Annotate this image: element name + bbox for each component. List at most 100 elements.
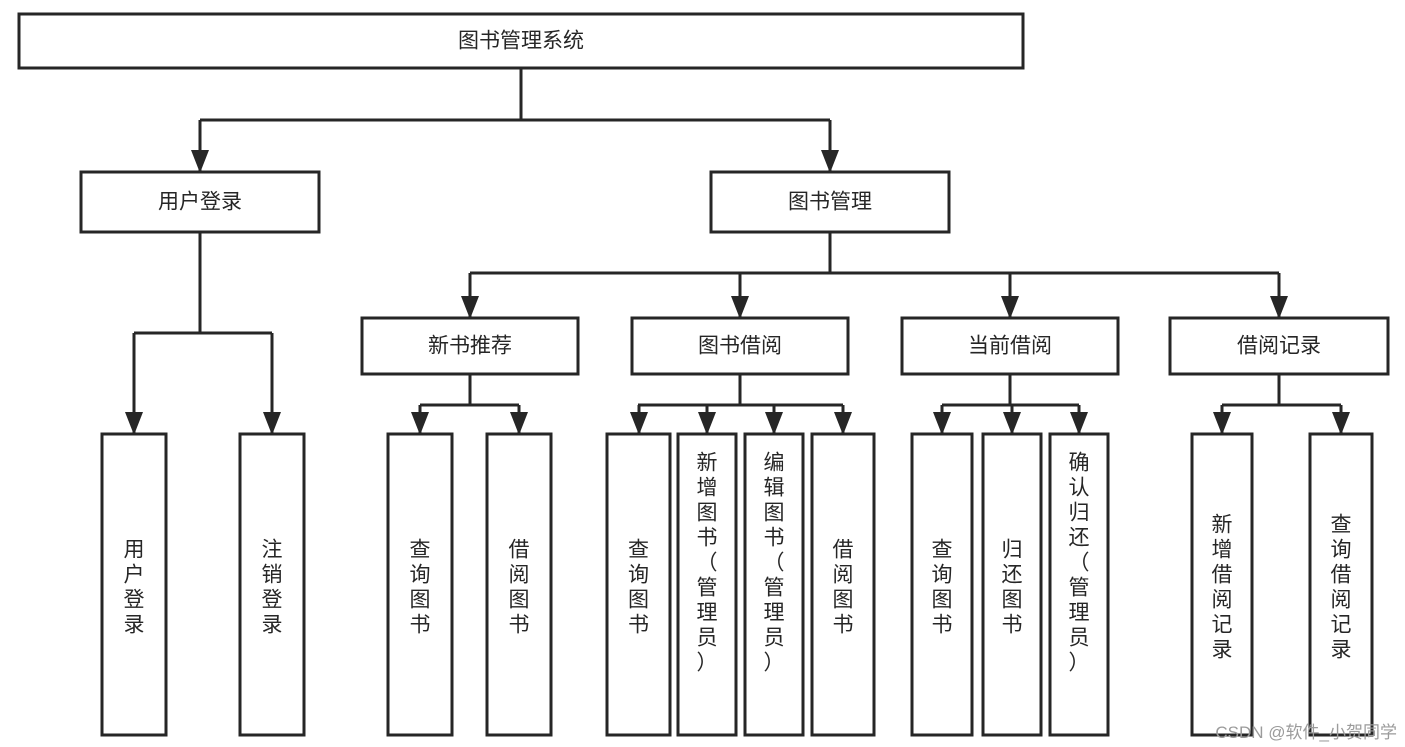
node-label-leaf-query-book-current-char: 查 xyxy=(932,539,953,562)
node-label-book-manage: 图书管理 xyxy=(788,191,872,214)
edge-new-book-recommend-to-leaf-query-book-recommend xyxy=(411,405,429,435)
edge-borrow-record-to-leaf-add-borrow-record xyxy=(1213,405,1231,435)
node-label-leaf-add-book-char: 图 xyxy=(697,502,718,525)
node-label-leaf-user-login-char: 用 xyxy=(124,539,145,562)
node-current-borrow[interactable]: 当前借阅 xyxy=(900,316,1120,376)
edge-new-book-recommend-to-leaf-borrow-book-recommend xyxy=(510,405,528,435)
node-borrow-record[interactable]: 借阅记录 xyxy=(1168,316,1390,376)
node-label-leaf-logout-char: 注 xyxy=(262,539,283,562)
node-label-leaf-query-book-current-char: 书 xyxy=(932,614,953,637)
node-label-leaf-query-borrow-record-char: 询 xyxy=(1331,539,1352,562)
edge-user-login-to-leaf-logout xyxy=(263,333,281,435)
node-label-leaf-add-book-char: 管 xyxy=(697,577,718,600)
connectors-layer xyxy=(125,68,1350,435)
node-label-leaf-query-book-current-char: 询 xyxy=(932,564,953,587)
nodes-layer: 图书管理系统用户登录图书管理新书推荐图书借阅当前借阅借阅记录用户登录注销登录查询… xyxy=(17,12,1390,737)
node-label-leaf-query-borrow-record-char: 查 xyxy=(1331,514,1352,537)
node-label-leaf-query-borrow-record-char: 录 xyxy=(1331,639,1352,662)
node-label-leaf-borrow-book-recommend-char: 借 xyxy=(509,539,530,562)
node-leaf-user-login[interactable]: 用户登录 xyxy=(100,432,168,737)
node-label-user-login: 用户登录 xyxy=(158,191,242,214)
node-label-leaf-logout-char: 销 xyxy=(262,564,283,587)
node-label-leaf-user-login-char: 录 xyxy=(124,614,145,637)
node-new-book-recommend[interactable]: 新书推荐 xyxy=(360,316,580,376)
edge-book-borrow-to-leaf-borrow-book xyxy=(834,405,852,435)
edge-user-login-to-leaf-user-login xyxy=(125,333,143,435)
node-label-leaf-confirm-return-char: 认 xyxy=(1069,477,1090,500)
node-label-current-borrow: 当前借阅 xyxy=(968,335,1052,358)
edge-root-to-user-login xyxy=(191,120,209,173)
node-label-leaf-edit-book-char: 编 xyxy=(764,452,785,475)
node-label-leaf-query-book-borrow-char: 书 xyxy=(628,614,649,637)
node-label-leaf-edit-book-char: 图 xyxy=(764,502,785,525)
node-label-leaf-borrow-book-char: 图 xyxy=(833,589,854,612)
connector-bus-root xyxy=(200,68,830,122)
node-label-leaf-confirm-return-char: 员 xyxy=(1069,627,1090,650)
edge-book-borrow-to-leaf-query-book-borrow xyxy=(630,405,648,435)
node-label-leaf-query-borrow-record-char: 借 xyxy=(1331,564,1352,587)
node-root[interactable]: 图书管理系统 xyxy=(17,12,1025,70)
node-label-leaf-confirm-return-char: ） xyxy=(1069,652,1090,675)
node-label-new-book-recommend: 新书推荐 xyxy=(428,335,512,358)
edge-current-borrow-to-leaf-confirm-return xyxy=(1070,405,1088,435)
node-label-leaf-query-book-borrow-char: 图 xyxy=(628,589,649,612)
node-label-leaf-edit-book-char: 管 xyxy=(764,577,785,600)
node-label-leaf-add-borrow-record-char: 阅 xyxy=(1212,589,1233,612)
node-label-leaf-confirm-return-char: 理 xyxy=(1069,602,1090,625)
node-label-leaf-return-book-char: 归 xyxy=(1002,539,1023,562)
node-label-leaf-query-book-current-char: 图 xyxy=(932,589,953,612)
connector-bus-current-borrow xyxy=(942,374,1079,407)
node-label-leaf-add-book-char: 书 xyxy=(697,527,718,550)
connector-bus-borrow-record xyxy=(1222,374,1341,407)
node-label-leaf-confirm-return-char: 确 xyxy=(1069,452,1090,475)
edge-book-manage-to-new-book-recommend xyxy=(461,273,479,319)
connector-bus-new-book xyxy=(420,374,519,407)
connector-bus-user-login xyxy=(134,232,272,335)
node-label-leaf-borrow-book-recommend-char: 图 xyxy=(509,589,530,612)
node-label-leaf-logout-char: 录 xyxy=(262,614,283,637)
node-label-leaf-user-login-char: 登 xyxy=(124,589,145,612)
node-label-leaf-add-borrow-record-char: 录 xyxy=(1212,639,1233,662)
node-label-leaf-logout-char: 登 xyxy=(262,589,283,612)
node-user-login[interactable]: 用户登录 xyxy=(79,170,321,234)
node-label-leaf-edit-book-char: 员 xyxy=(764,627,785,650)
node-book-manage[interactable]: 图书管理 xyxy=(709,170,951,234)
connector-bus-book-borrow xyxy=(638,374,843,407)
edge-book-borrow-to-leaf-edit-book xyxy=(765,405,783,435)
node-label-leaf-add-book-char: 员 xyxy=(697,627,718,650)
node-label-leaf-add-book-char: ） xyxy=(697,652,718,675)
node-label-root: 图书管理系统 xyxy=(458,30,584,53)
node-label-leaf-add-book-char: 新 xyxy=(697,452,718,475)
node-label-leaf-edit-book-char: 书 xyxy=(764,527,785,550)
edge-book-borrow-to-leaf-add-book xyxy=(698,405,716,435)
edge-root-to-book-manage xyxy=(821,120,839,173)
node-label-leaf-query-book-recommend-char: 询 xyxy=(410,564,431,587)
node-label-leaf-add-book-char: 理 xyxy=(697,602,718,625)
node-label-leaf-query-book-borrow-char: 查 xyxy=(628,539,649,562)
node-book-borrow[interactable]: 图书借阅 xyxy=(630,316,850,376)
edge-current-borrow-to-leaf-query-book-current xyxy=(933,405,951,435)
node-label-leaf-add-borrow-record-char: 新 xyxy=(1212,514,1233,537)
node-label-book-borrow: 图书借阅 xyxy=(698,335,782,358)
edge-book-manage-to-book-borrow xyxy=(731,273,749,319)
node-label-leaf-return-book-char: 书 xyxy=(1002,614,1023,637)
edge-borrow-record-to-leaf-query-borrow-record xyxy=(1332,405,1350,435)
node-label-leaf-add-borrow-record-char: 借 xyxy=(1212,564,1233,587)
node-label-leaf-add-book-char: （ xyxy=(697,552,718,575)
node-label-leaf-borrow-book-recommend-char: 书 xyxy=(509,614,530,637)
node-label-leaf-return-book-char: 还 xyxy=(1002,564,1023,587)
edge-book-manage-to-current-borrow xyxy=(1001,273,1019,319)
